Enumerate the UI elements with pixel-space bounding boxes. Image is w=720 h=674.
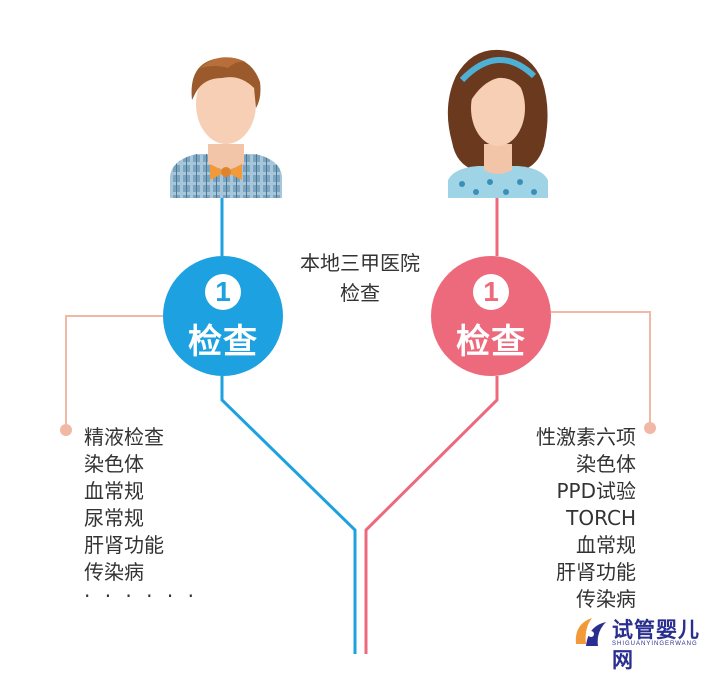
list-item: 传染病 bbox=[576, 587, 636, 611]
list-item: 肝肾功能 bbox=[84, 533, 164, 557]
female-list-bracket-dot bbox=[644, 422, 656, 434]
female-step-number: 1 bbox=[473, 274, 509, 310]
female-exam-node: 1 检查 bbox=[431, 256, 551, 376]
male-branch-line bbox=[220, 376, 357, 654]
hospital-exam-label-line2: 检查 bbox=[340, 281, 380, 305]
list-item: 血常规 bbox=[84, 479, 144, 503]
list-item: 传染病 bbox=[84, 560, 144, 584]
male-list-bracket bbox=[65, 315, 163, 428]
male-exam-title: 检查 bbox=[188, 322, 258, 362]
connector-lines bbox=[60, 198, 656, 654]
female-avatar-icon bbox=[447, 49, 548, 198]
list-item: TORCH bbox=[566, 506, 636, 530]
hospital-exam-label-line1: 本地三甲医院 bbox=[300, 251, 420, 275]
female-list-bracket bbox=[551, 311, 651, 424]
female-branch-line bbox=[364, 376, 499, 654]
watermark-subtext: SHIGUANYINGERWANG bbox=[612, 641, 698, 647]
list-item: 性激素六项 bbox=[536, 425, 636, 449]
watermark-logo-icon bbox=[575, 618, 606, 646]
list-item: 染色体 bbox=[84, 452, 144, 476]
female-exam-title: 检查 bbox=[456, 322, 526, 362]
male-exam-node: 1 检查 bbox=[163, 256, 283, 376]
list-item: 染色体 bbox=[576, 452, 636, 476]
list-item: 精液检查 bbox=[84, 425, 164, 449]
female-exam-list: 性激素六项 染色体 PPD试验 TORCH 血常规 肝肾功能 传染病 bbox=[476, 424, 636, 613]
male-exam-list: 精液检查 染色体 血常规 尿常规 肝肾功能 传染病 · · · · · · bbox=[84, 424, 198, 606]
list-item: 血常规 bbox=[576, 533, 636, 557]
male-list-bracket-dot bbox=[60, 424, 72, 436]
male-avatar-icon bbox=[170, 57, 282, 198]
list-item: 肝肾功能 bbox=[556, 560, 636, 584]
list-item-ellipsis: · · · · · · bbox=[84, 584, 198, 608]
list-item: 尿常规 bbox=[84, 506, 144, 530]
male-step-number: 1 bbox=[205, 274, 241, 310]
site-watermark: 试管婴儿网 SHIGUANYINGERWANG bbox=[568, 612, 718, 672]
hospital-exam-label: 本地三甲医院 检查 bbox=[270, 248, 450, 308]
list-item: PPD试验 bbox=[556, 479, 636, 503]
watermark-text: 试管婴儿网 bbox=[612, 617, 700, 672]
